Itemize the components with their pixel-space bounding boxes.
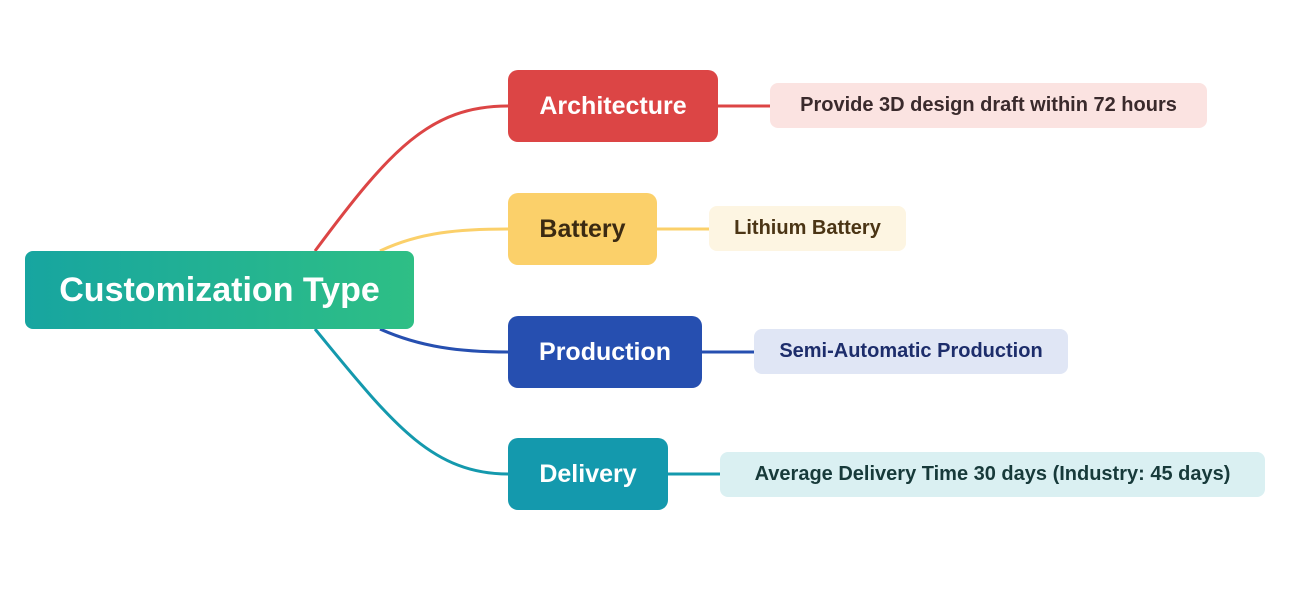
branch-node-battery[interactable]: Battery	[508, 193, 657, 265]
detail-node-production[interactable]: Semi-Automatic Production	[754, 329, 1068, 374]
connector-root-battery	[379, 227, 509, 253]
connector-root-delivery	[313, 328, 509, 476]
connector-root-production	[379, 327, 509, 354]
detail-node-delivery[interactable]: Average Delivery Time 30 days (Industry:…	[720, 452, 1265, 497]
detail-node-battery[interactable]: Lithium Battery	[709, 206, 906, 251]
branch-node-production[interactable]: Production	[508, 316, 702, 388]
connector-root-architecture	[313, 104, 509, 252]
detail-node-architecture[interactable]: Provide 3D design draft within 72 hours	[770, 83, 1207, 128]
branch-node-delivery[interactable]: Delivery	[508, 438, 668, 510]
branch-node-architecture[interactable]: Architecture	[508, 70, 718, 142]
root-node[interactable]: Customization Type	[25, 251, 414, 329]
